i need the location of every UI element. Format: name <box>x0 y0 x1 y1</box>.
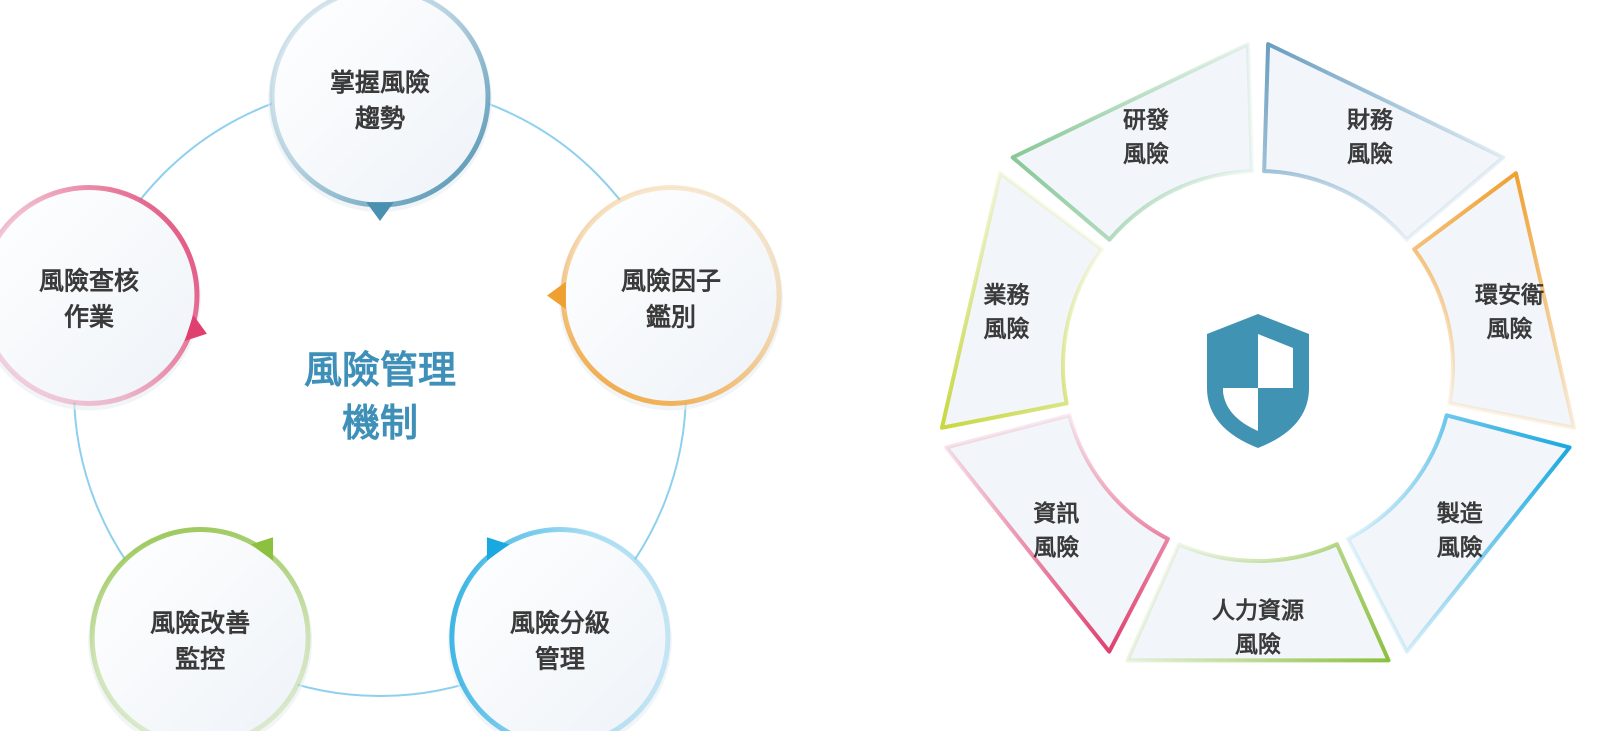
node-pointer <box>547 281 566 310</box>
node-label-line2: 監控 <box>175 645 225 674</box>
segment-label-line2: 風險 <box>1487 316 1533 343</box>
node-label-line1: 風險改善 <box>150 609 250 638</box>
segment-label-line1: 製造 <box>1436 500 1484 527</box>
node-pointer <box>184 314 207 341</box>
segment-shape <box>1010 42 1254 242</box>
node-pointer <box>486 537 510 561</box>
segment-shape <box>1346 413 1572 654</box>
node-pointer <box>250 537 274 561</box>
shield-quadrant <box>1223 388 1258 431</box>
node-label-line2: 管理 <box>535 645 585 674</box>
segment-label-line1: 研發 <box>1123 108 1169 134</box>
segment-label-line2: 風險 <box>1347 141 1393 168</box>
segment-label-line1: 環安衛 <box>1475 282 1544 309</box>
segment-label-line2: 風險 <box>1033 534 1079 561</box>
segment-shape <box>939 171 1104 430</box>
node-label-line1: 掌握風險 <box>330 68 430 97</box>
segment-label-line1: 財務 <box>1347 107 1394 134</box>
segment-label-line2: 風險 <box>1235 631 1281 658</box>
node-label-line2: 作業 <box>64 302 114 331</box>
segment-label-line1: 資訊 <box>1033 500 1079 527</box>
shield-quadrant <box>1258 334 1293 388</box>
node-label-line2: 趨勢 <box>354 104 405 133</box>
node-label-line1: 風險查核 <box>39 266 139 295</box>
cycle-center-title-line1: 風險管理 <box>304 348 456 392</box>
segment-shape <box>944 413 1170 654</box>
segment-shape <box>1125 542 1391 663</box>
segment-label-line2: 風險 <box>1437 534 1483 561</box>
node-label-line1: 風險分級 <box>510 609 610 638</box>
cycle-center-title-line2: 機制 <box>342 401 418 445</box>
node-bubble <box>0 184 200 406</box>
node-bubble <box>449 527 671 731</box>
segment-shape <box>1412 171 1577 430</box>
node-label-line1: 風險因子 <box>621 266 721 295</box>
node-bubble <box>89 527 311 731</box>
segment-label-line2: 風險 <box>1123 141 1169 168</box>
node-bubble <box>269 0 491 208</box>
segment-label-line1: 業務 <box>982 282 1030 309</box>
node-pointer <box>366 202 394 221</box>
segment-label-line1: 人力資源 <box>1212 597 1304 624</box>
node-label-line2: 鑑別 <box>646 302 696 331</box>
segment-label-line2: 風險 <box>983 316 1029 343</box>
segment-shape <box>1262 42 1506 242</box>
